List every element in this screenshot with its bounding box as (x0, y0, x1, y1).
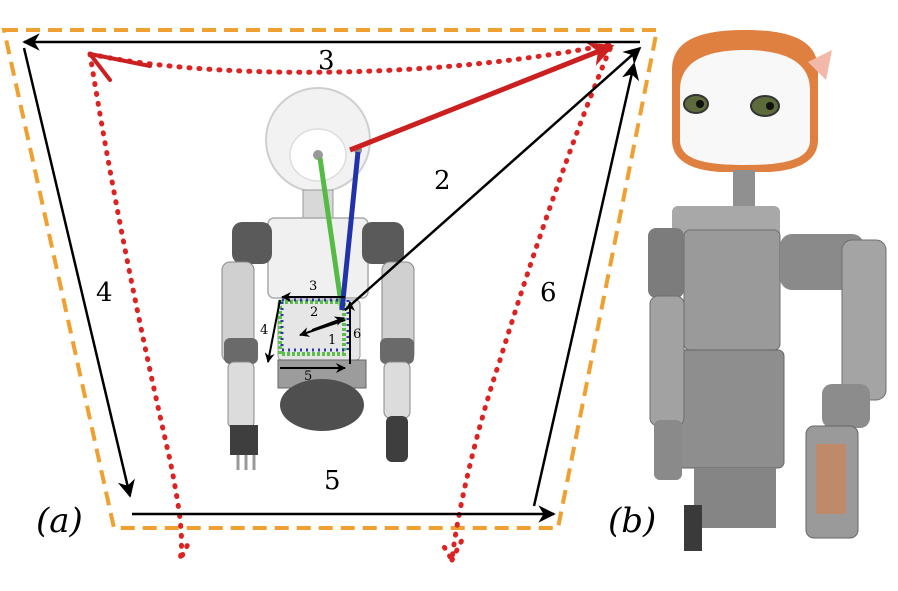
label-3-large: 3 (318, 46, 335, 76)
label-6-small: 6 (353, 327, 362, 342)
chest-target-path (278, 298, 350, 356)
gaze-path-start (88, 52, 152, 82)
large-arrows (22, 33, 642, 523)
label-1-small: 1 (328, 333, 337, 348)
label-2-large: 2 (434, 166, 451, 196)
green-ray (317, 157, 345, 311)
label-6-large: 6 (540, 278, 557, 308)
gaze-path-dotted (87, 40, 617, 568)
red-gaze-arrow (349, 42, 615, 153)
humanoid-robot-photo-icon (648, 30, 887, 551)
panel-label-a: (a) (36, 501, 83, 541)
panel-label-b: (b) (608, 501, 657, 541)
label-2-small: 2 (310, 305, 319, 320)
label-4-large: 4 (96, 278, 113, 308)
blue-ray (339, 151, 361, 311)
label-3-small: 3 (309, 279, 318, 294)
small-arrows (264, 292, 355, 373)
label-5-large: 5 (324, 466, 341, 496)
label-4-small: 4 (260, 323, 269, 338)
humanoid-robot-render-icon (221, 87, 415, 470)
label-5-small: 5 (304, 369, 313, 384)
